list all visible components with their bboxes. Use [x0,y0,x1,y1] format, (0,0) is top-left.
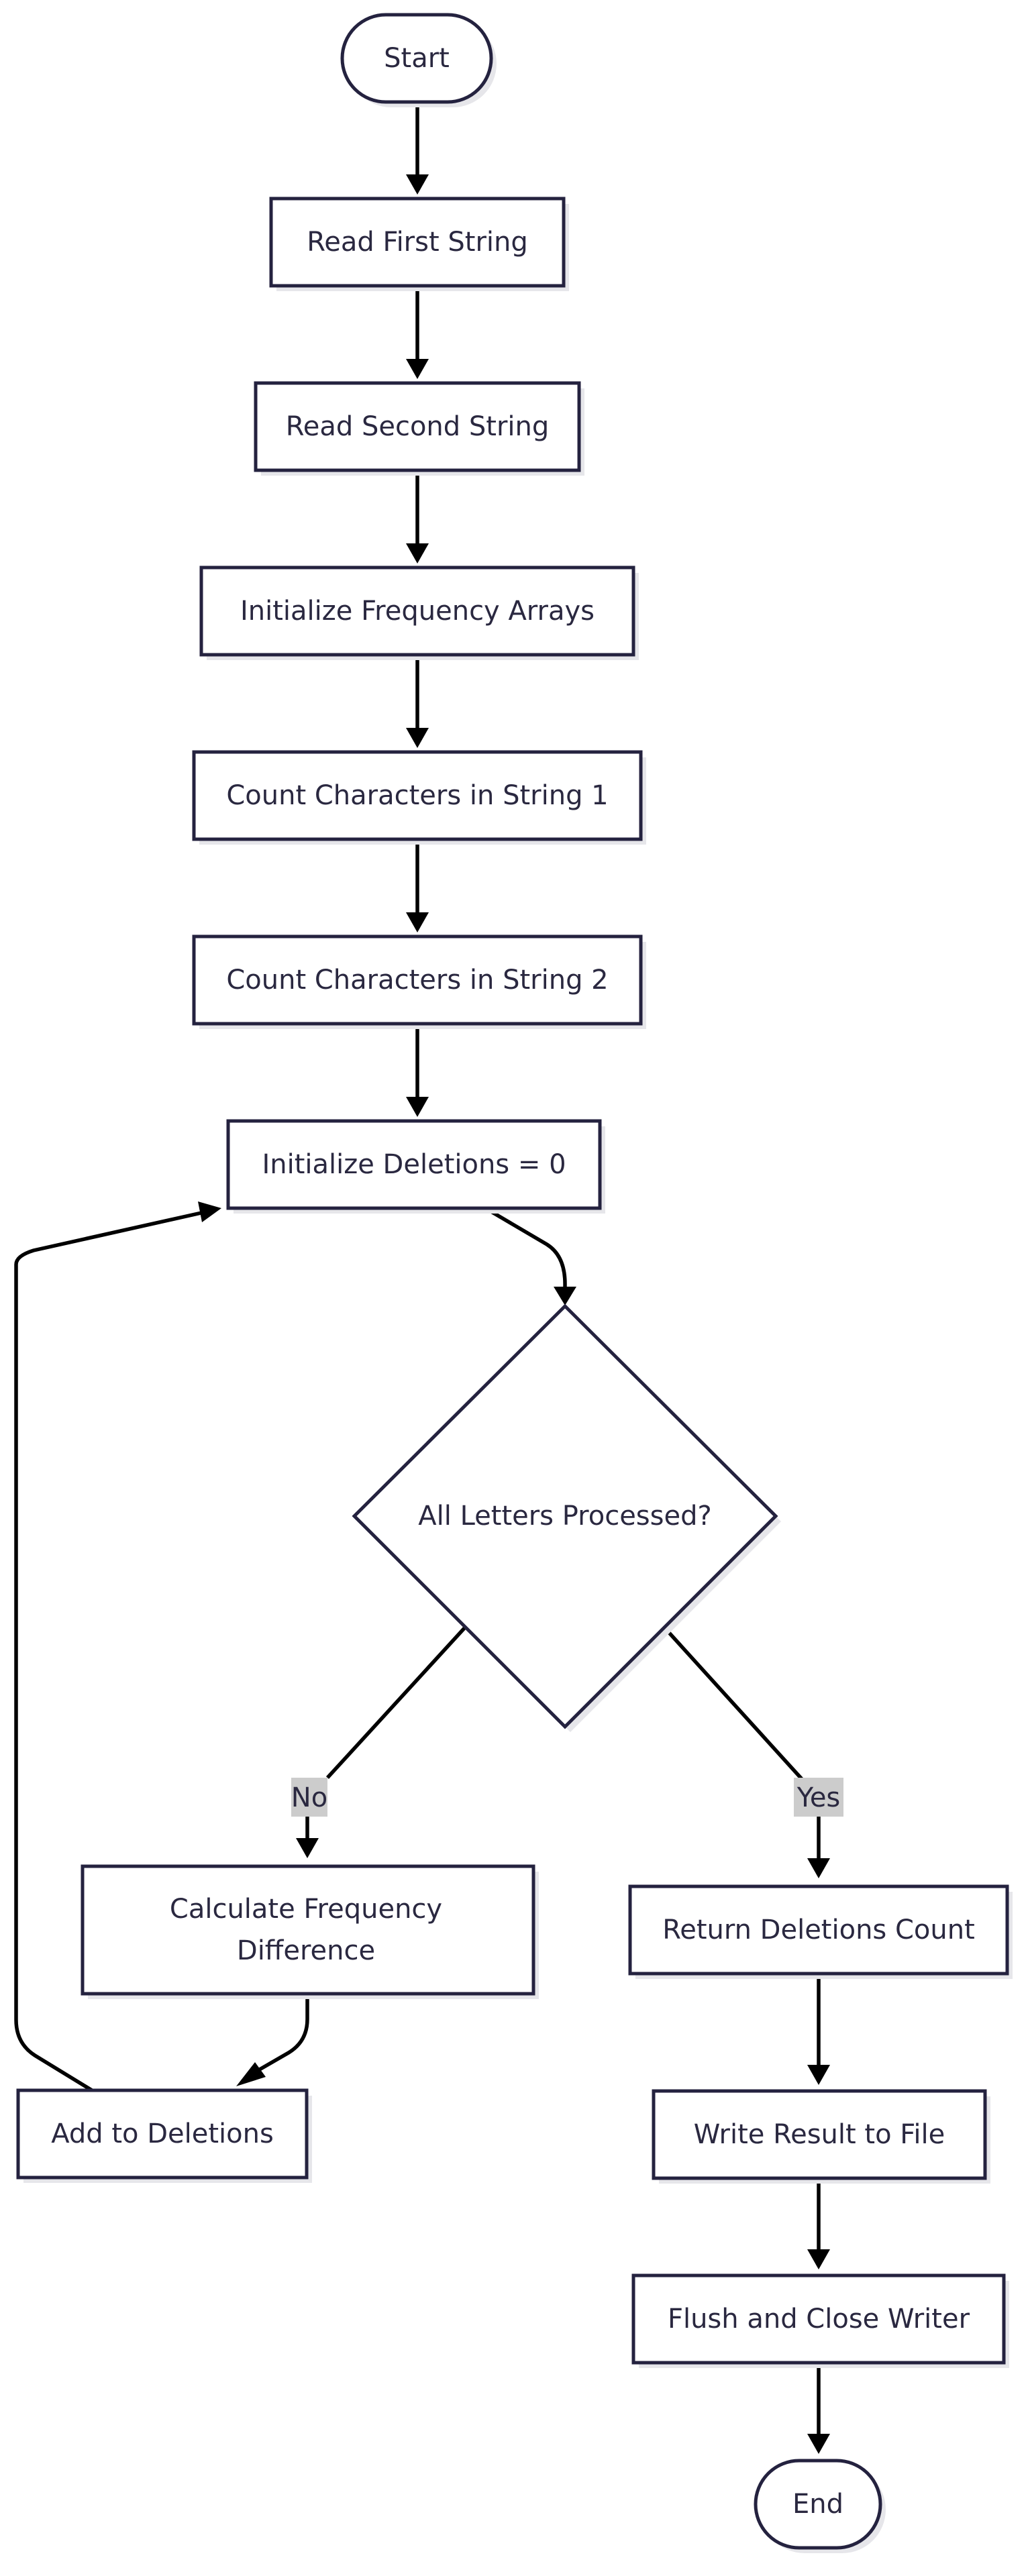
arrowhead-decision [554,1287,576,1305]
node-decision-all-letters-processed: All Letters Processed? [352,1303,781,1732]
arrowhead-read-first [406,174,429,195]
label-yes-text: Yes [796,1782,841,1813]
node-end-label: End [792,2489,843,2520]
label-no-background [291,1778,327,1817]
arrowhead-flush [807,2249,830,2269]
arrowheads [198,174,830,2454]
node-end: End [754,2459,886,2553]
edge-decision-to-yes [662,1626,804,1780]
node-add-to-deletions-label: Add to Deletions [51,2118,274,2149]
node-flush-and-close-writer: Flush and Close Writer [631,2273,1009,2368]
node-calculate-frequency-label-line1: Calculate Frequency [170,1894,442,1925]
node-add-to-deletions: Add to Deletions [16,2088,312,2183]
arrowhead-add [236,2062,266,2086]
arrowhead-init-del-loop [198,1201,221,1222]
node-flush-and-close-writer-label: Flush and Close Writer [668,2304,970,2334]
node-initialize-deletions-label: Initialize Deletions = 0 [262,1149,566,1180]
edge-calc-to-add [257,1994,309,2072]
node-decision-label: All Letters Processed? [418,1501,711,1532]
node-initialize-frequency-arrays-label: Initialize Frequency Arrays [240,596,595,627]
arrowhead-init-del [406,1097,429,1117]
arrowhead-return [807,1858,830,1878]
label-yes: Yes [794,1778,843,1817]
node-initialize-deletions: Initialize Deletions = 0 [226,1119,605,1214]
node-write-result-to-file-label: Write Result to File [694,2119,945,2150]
edge-add-to-init-del-loop [14,1211,202,2092]
arrowhead-write [807,2065,830,2085]
node-start-label: Start [384,43,450,74]
node-calculate-frequency-label-line2: Difference [237,1935,375,1966]
node-start: Start [340,13,497,107]
edges [14,103,821,2435]
arrowhead-read-second [406,359,429,379]
label-no-text: No [291,1782,327,1813]
edge-init-del-to-decision [485,1207,567,1289]
node-calculate-frequency-difference: Calculate Frequency Difference [81,1864,539,1999]
label-yes-background [794,1778,843,1817]
node-initialize-frequency-arrays: Initialize Frequency Arrays [199,566,639,660]
node-count-characters-string-1-label: Count Characters in String 1 [226,780,608,811]
arrowhead-calc [296,1838,319,1858]
node-count-characters-string-2: Count Characters in String 2 [192,934,646,1029]
arrowhead-end [807,2434,830,2454]
node-write-result-to-file: Write Result to File [652,2089,990,2184]
node-return-deletions-count-label: Return Deletions Count [662,1915,975,1945]
node-read-first-string: Read First String [269,197,569,291]
node-read-second-string-label: Read Second String [286,411,550,442]
node-return-deletions-count: Return Deletions Count [628,1884,1013,1979]
label-no: No [291,1778,327,1817]
node-read-second-string: Read Second String [254,381,584,476]
arrowhead-init-freq [406,543,429,564]
arrowhead-count-1 [406,728,429,748]
edge-decision-to-no [325,1626,467,1779]
node-count-characters-string-1: Count Characters in String 1 [192,750,646,845]
node-count-characters-string-2-label: Count Characters in String 2 [226,965,608,996]
arrowhead-count-2 [406,912,429,932]
node-read-first-string-label: Read First String [307,227,528,258]
